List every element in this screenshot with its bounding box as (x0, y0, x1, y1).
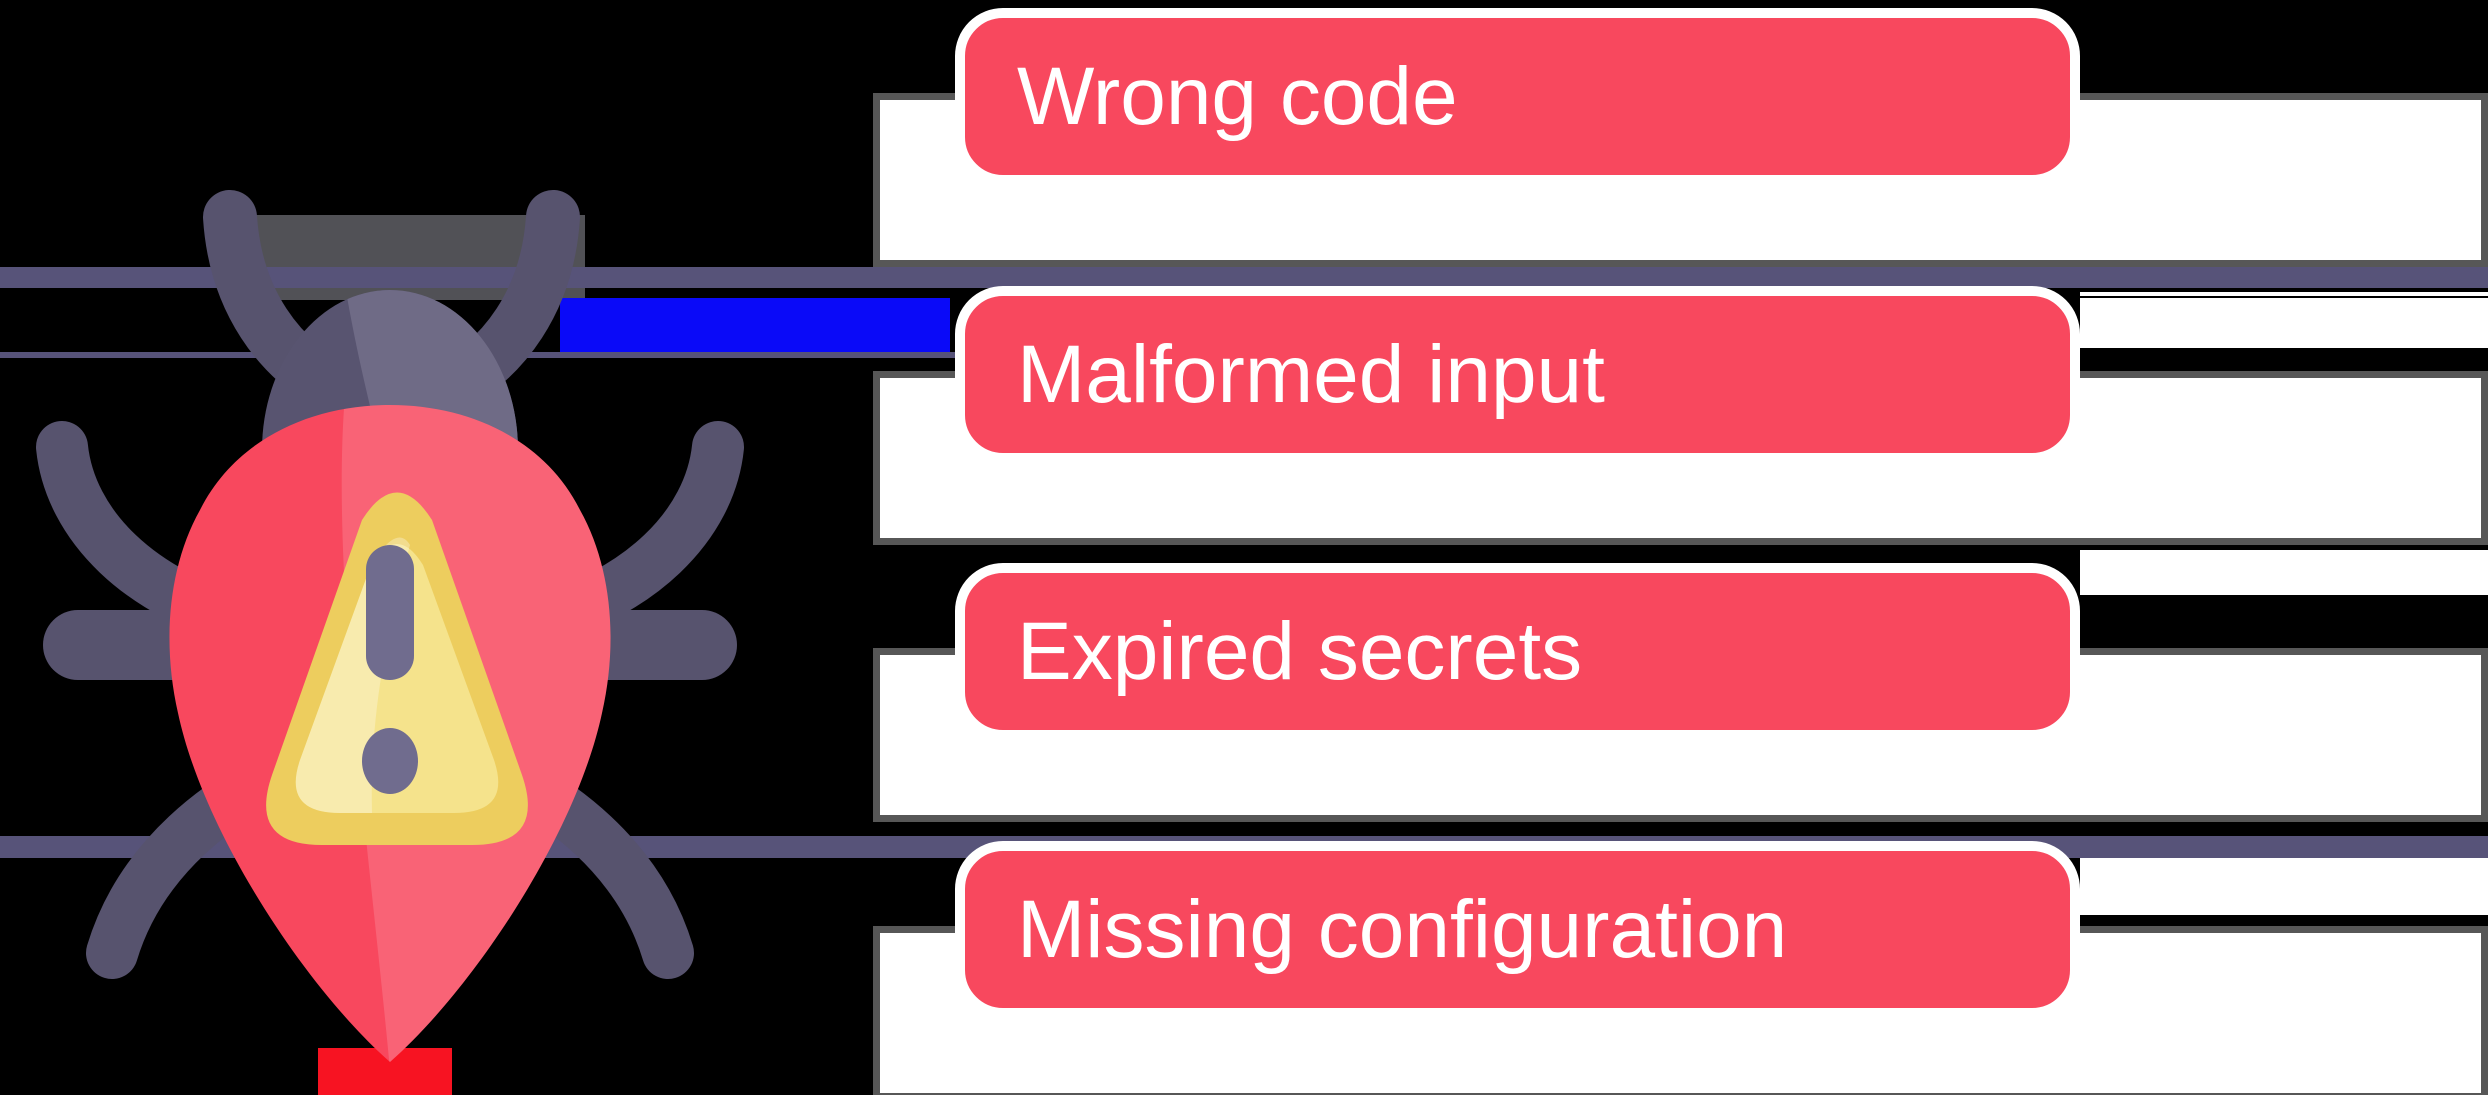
cause-pill: Expired secrets (955, 563, 2080, 740)
cause-label: Missing configuration (1017, 883, 1788, 975)
exclamation-mark (362, 545, 418, 794)
bug-malware-warning-icon (36, 190, 744, 1095)
cause-pill: Wrong code (955, 8, 2080, 185)
glitch-strip (2080, 298, 2488, 348)
cause-label: Malformed input (1017, 328, 1605, 420)
cause-label: Wrong code (1017, 50, 1458, 142)
cause-pill: Malformed input (955, 286, 2080, 463)
glitch-strip (2080, 292, 2488, 296)
separator-strip (0, 267, 2488, 288)
glitch-strip (2080, 550, 2488, 595)
cause-pill: Missing configuration (955, 841, 2080, 1018)
cause-label: Expired secrets (1017, 605, 1583, 697)
glitch-blue-bar (560, 298, 950, 352)
glitch-strip (2080, 858, 2488, 915)
